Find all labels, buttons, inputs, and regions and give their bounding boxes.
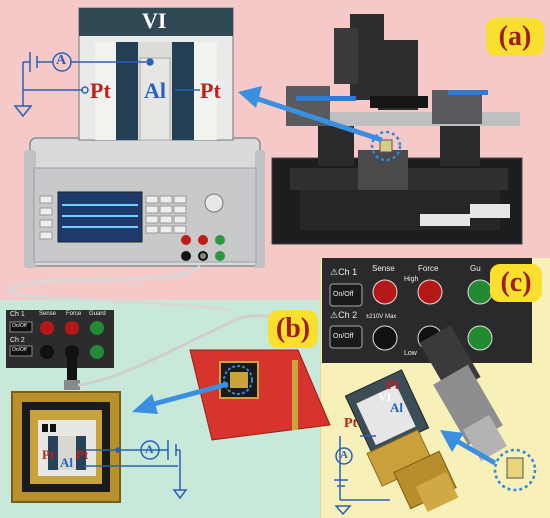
ammeter-symbol-a: A [56,53,67,68]
smu-sense-label-c: Sense [372,264,395,273]
smu-guard-label-c: Gu [470,264,481,273]
smu-ch2-label-b: Ch 2 [10,337,25,344]
smu-sense-label-b: Sense [39,311,57,317]
panel-b-label: (b) [268,310,318,348]
smu-max-rating-label-c: ±210V Max [366,314,397,320]
smu-ch1-label-b: Ch 1 [10,311,25,318]
cable [8,264,231,312]
circuit-schematic-c [334,435,390,516]
smu-onoff-label-b2: On/Off [12,347,27,353]
chip-b-right-electrode-label: Pt [76,447,89,462]
circuit-schematic-a [13,52,200,118]
chip-b-left-electrode-label: Pt [42,447,55,462]
chip-right-electrode-label: Pt [200,78,221,103]
chip-c-center-electrode-label: Al [390,400,403,415]
chip-c-title: VI [378,390,392,404]
chip-title: VI [142,8,167,33]
smu-force-label-b: Force [66,311,82,317]
probe-station [271,14,523,245]
smu-ch2-label-c: ⚠Ch 2 [330,310,358,320]
smu-onoff-label-c1: On/Off [333,291,354,298]
ammeter-symbol-b: A [145,442,154,456]
device-chip-large [78,7,234,141]
smu-ch1-label-c: ⚠Ch 1 [330,267,358,277]
smu-onoff-label-b1: On/Off [12,323,27,329]
chip-c-left-electrode-label: Pt [344,416,358,431]
smu-high-label-c: High [404,276,419,283]
smu-force-label-c: Force [418,264,439,273]
panel-c-label: (c) [490,264,542,302]
chip-carrier-b [11,391,121,503]
chip-c-right-electrode-label: Pt [386,378,400,393]
chip-center-electrode-label: Al [144,78,166,103]
source-measure-unit [24,137,265,268]
bnc-connector [419,325,507,462]
panel-a-label: (a) [486,18,544,56]
smu-terminal-photo-b [6,310,114,390]
smu-low-label-c: Low [404,350,417,357]
arrow-b [132,381,229,414]
sma-connector [344,369,459,512]
chip-b-center-electrode-label: Al [60,455,73,470]
smu-guard-label-b: Guard [89,311,106,317]
pcb-board [189,349,331,441]
arrow-c [440,430,497,466]
circuit-schematic-b [84,440,188,500]
arrow-a [238,86,383,143]
chip-left-electrode-label: Pt [90,78,111,103]
highlight-circle-a [370,130,402,162]
ammeter-symbol-c: A [340,449,348,461]
smu-onoff-label-c2: On/Off [333,333,354,340]
